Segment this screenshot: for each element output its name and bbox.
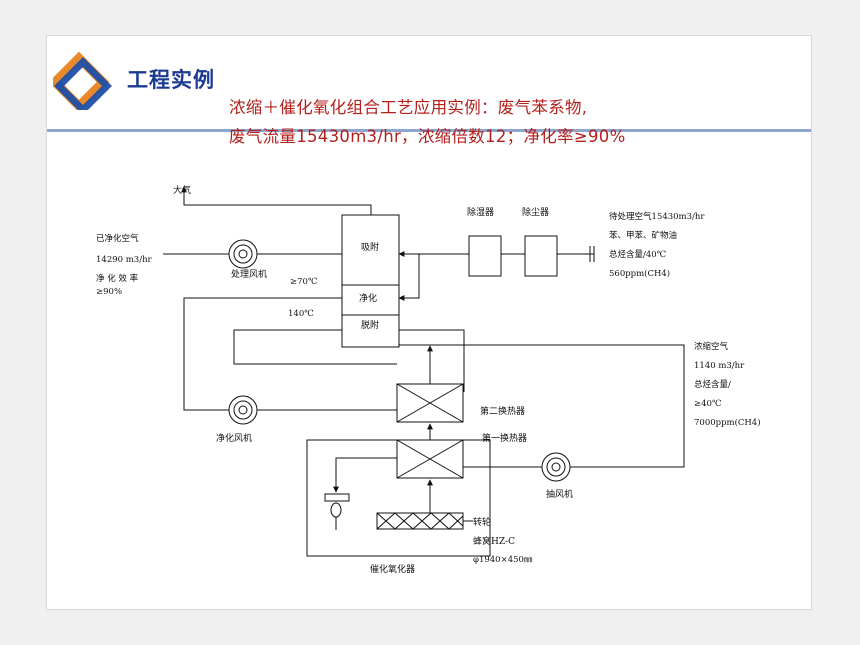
concentrated-concentration: 7000ppm(CH4) <box>694 417 761 428</box>
catalytic-oxidizer-label: 催化氧化器 <box>370 563 415 575</box>
heater-feed-line <box>333 457 397 493</box>
heater-icon <box>324 493 350 530</box>
subtitle-line-2: 废气流量15430m3/hr，浓缩倍数12；净化率≥90% <box>229 127 626 146</box>
adsorb-label: 吸附 <box>361 241 379 253</box>
purify-loop-line <box>183 297 342 411</box>
atmosphere-label: 大气 <box>173 184 191 196</box>
clean-air-flow: 14290 m3/hr <box>96 255 153 265</box>
exhaust-fan-label: 抽风机 <box>546 488 573 500</box>
efficiency-value: ≥90% <box>96 287 122 297</box>
treatment-fan-label: 处理风机 <box>231 268 267 280</box>
purify-label: 净化 <box>359 292 377 304</box>
purify-fan-label: 净化风机 <box>216 432 252 444</box>
rotor-size-label: φ1940×450㎜ <box>473 555 533 565</box>
concentrated-air-line <box>399 344 685 468</box>
desorb-label: 脱附 <box>361 319 379 331</box>
temp-70-label: ≥70℃ <box>290 277 317 287</box>
adsorption-column: 吸附 净化 脱附 <box>341 214 400 348</box>
desorb-out-line <box>399 329 465 392</box>
diamond-logo-icon <box>53 51 112 110</box>
concentrated-air-label: 浓缩空气 <box>694 341 729 352</box>
rotor-honeycomb <box>376 512 464 530</box>
header-divider <box>47 129 811 132</box>
page-title: 工程实例 <box>127 68 215 92</box>
honeycomb-label: 蜂窝HZ-C <box>473 535 515 547</box>
dehumidifier-box <box>468 235 502 277</box>
efficiency-label: 净 化 效 率 <box>96 273 139 284</box>
purify-fan-icon <box>228 395 258 425</box>
dehumidifier-label: 除湿器 <box>467 206 494 218</box>
concentrated-flow: 1140 m3/hr <box>694 361 745 371</box>
subtitle-line-1: 浓缩＋催化氧化组合工艺应用实例：废气苯系物, <box>229 98 588 117</box>
concentrated-hydrocarbon: 总烃含量/ <box>694 379 731 390</box>
catalytic-oxidizer-housing <box>306 439 491 557</box>
desorb-return-line <box>233 329 397 365</box>
temp-140-label: 140℃ <box>288 309 314 319</box>
treatment-fan-icon <box>228 239 258 269</box>
exhaust-line <box>181 186 372 215</box>
inlet-air-label: 待处理空气15430m3/hr <box>609 211 705 222</box>
first-exchanger-label: 第一换热器 <box>482 432 527 444</box>
inlet-concentration: 560ppm(CH4) <box>609 268 670 279</box>
first-heat-exchanger <box>396 439 464 479</box>
rotor-label: 转轮 <box>473 516 491 528</box>
clean-air-label: 已净化空气 <box>96 233 139 244</box>
exhaust-fan-icon <box>541 452 571 482</box>
dust-remover-label: 除尘器 <box>522 206 549 218</box>
purify-branch-line <box>398 254 420 301</box>
second-exchanger-label: 第二换热器 <box>480 405 525 417</box>
inlet-components: 苯、甲苯、矿物油 <box>609 230 677 241</box>
concentrated-temp: ≥40℃ <box>694 399 721 409</box>
dust-remover-box <box>524 235 558 277</box>
inlet-hydrocarbon: 总烃含量/40℃ <box>609 249 666 260</box>
second-heat-exchanger <box>396 383 464 423</box>
